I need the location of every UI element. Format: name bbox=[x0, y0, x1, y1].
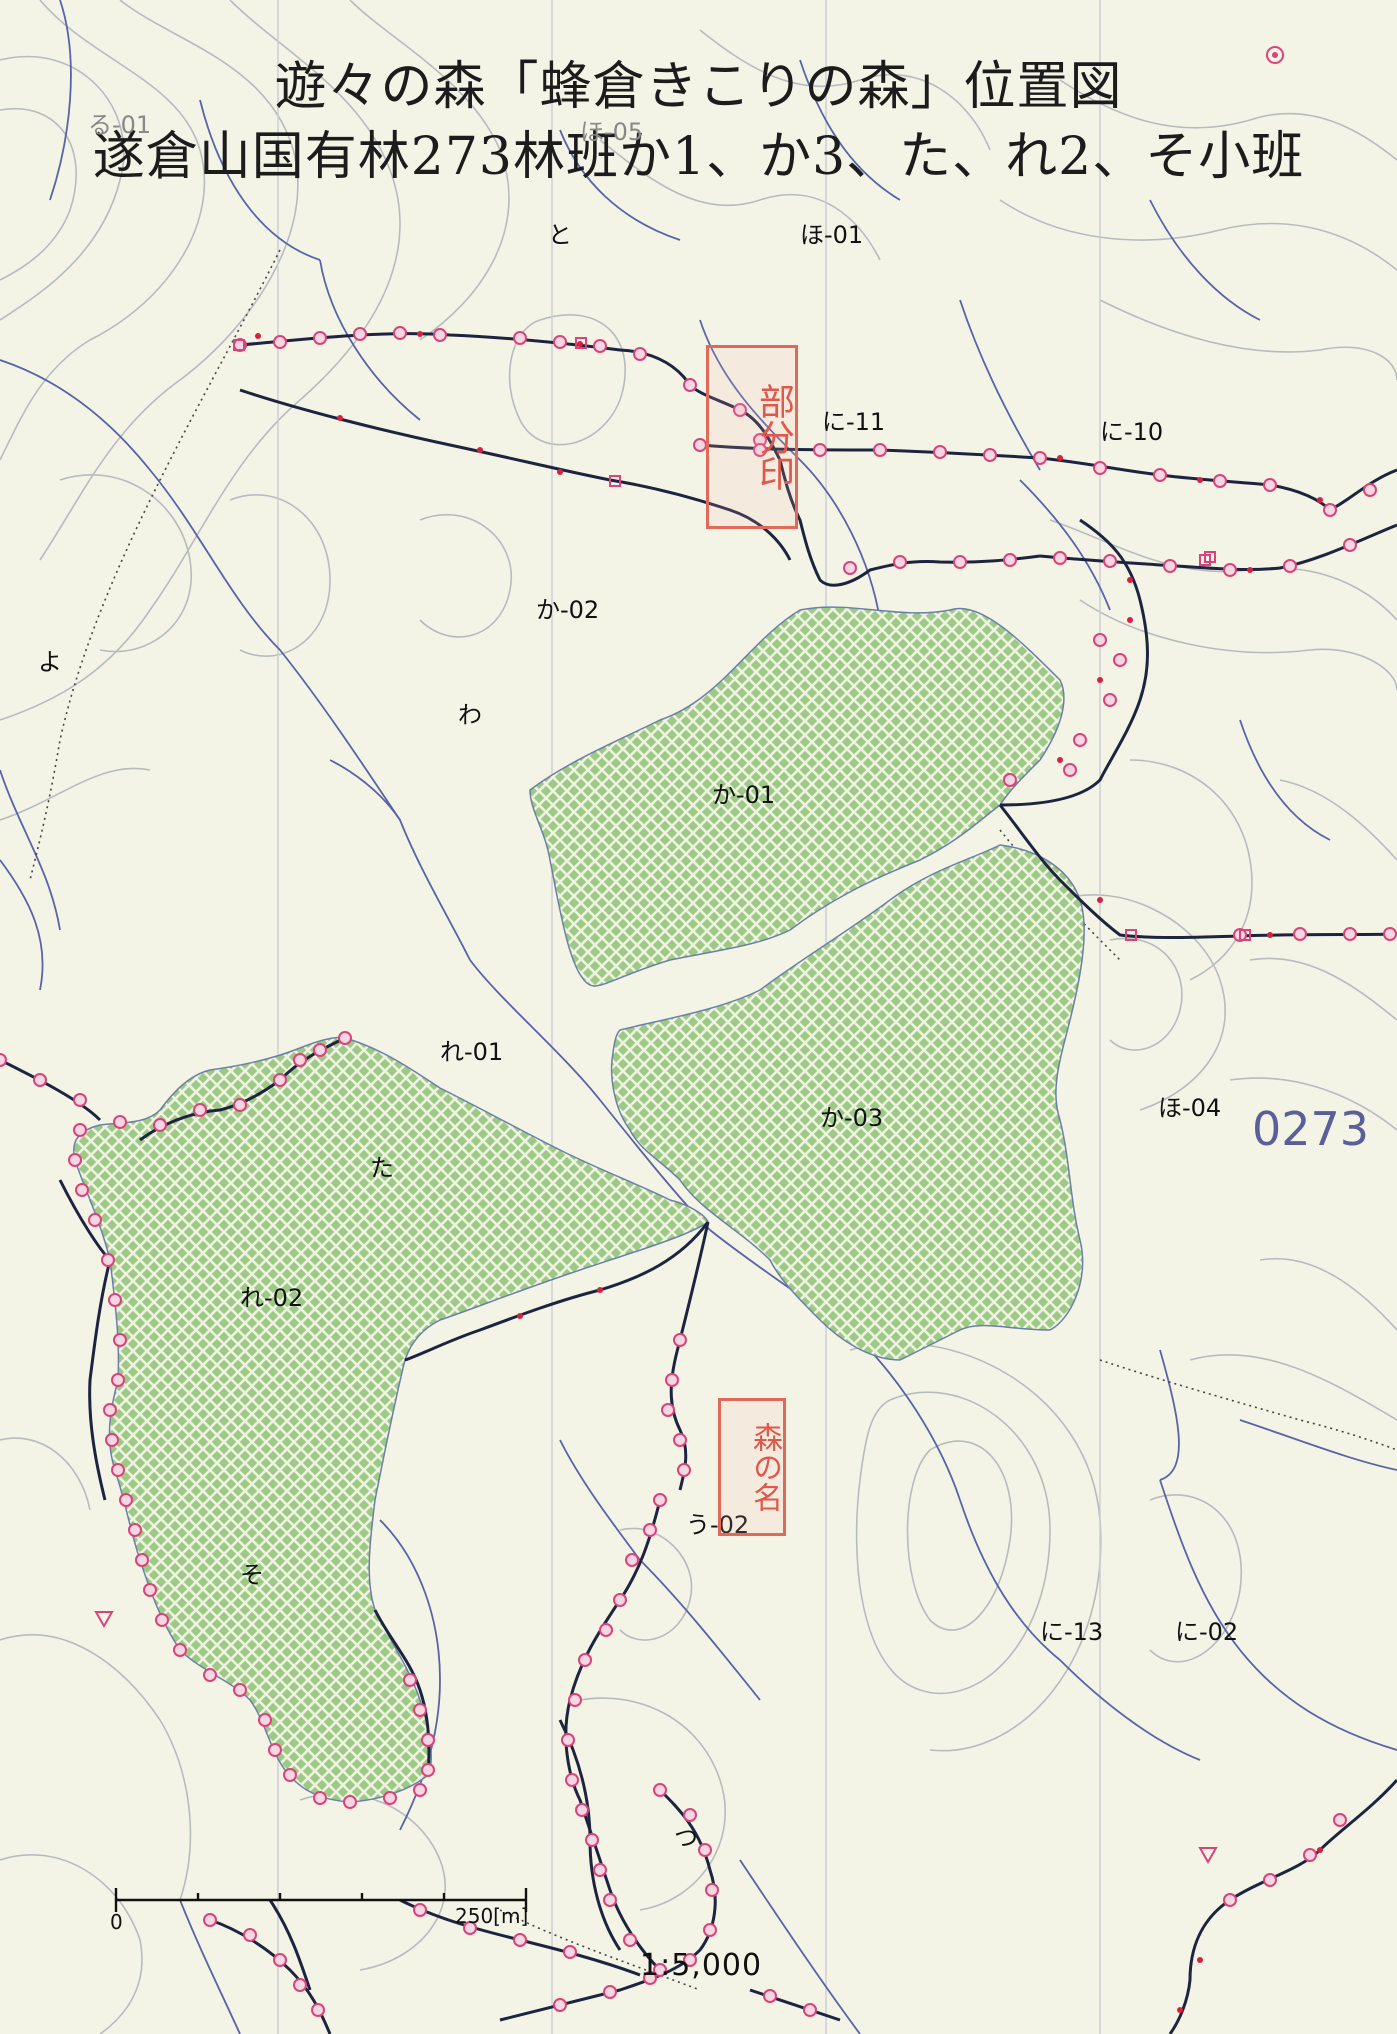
label-tsu: つ bbox=[674, 1824, 698, 1852]
label-wa: わ bbox=[458, 701, 482, 729]
forest-areas bbox=[73, 606, 1085, 1803]
corner-markers bbox=[233, 337, 1251, 941]
compartment-number: 0273 bbox=[1252, 1102, 1370, 1156]
label-so: そ bbox=[240, 1561, 264, 1589]
boundary-markers bbox=[0, 326, 1397, 2017]
scale-ratio: 1:5,000 bbox=[640, 1948, 763, 1983]
seal-stamp-lower: 森の名 bbox=[718, 1398, 786, 1536]
label-ho04: ほ-04 bbox=[1158, 1094, 1222, 1122]
label-ka01: か-01 bbox=[712, 781, 776, 809]
forest-area-ka01 bbox=[529, 606, 1065, 987]
label-re01: れ-01 bbox=[440, 1038, 504, 1066]
vertex-points bbox=[255, 331, 1323, 2013]
label-to: と bbox=[548, 221, 572, 249]
label-ru01: る-01 bbox=[88, 111, 152, 139]
triangle-markers bbox=[94, 1611, 1218, 1865]
label-ni10: に-10 bbox=[1100, 418, 1164, 446]
label-ni11: に-11 bbox=[822, 408, 886, 436]
label-ho05: ほ-05 bbox=[580, 118, 644, 146]
scale-distance-label: 250[m] bbox=[455, 1904, 529, 1928]
survey-point-icon bbox=[1266, 46, 1284, 64]
label-ni02: に-02 bbox=[1175, 1618, 1239, 1646]
compartment-boundaries bbox=[0, 332, 1397, 2034]
seal-stamp-upper: 部分印 bbox=[706, 345, 798, 529]
label-ho01: ほ-01 bbox=[800, 221, 864, 249]
label-re02: れ-02 bbox=[240, 1284, 304, 1312]
scale-bar bbox=[114, 1888, 528, 1912]
label-ni13: に-13 bbox=[1040, 1618, 1104, 1646]
scale-zero-label: 0 bbox=[110, 1910, 123, 1934]
label-ka02: か-02 bbox=[536, 596, 600, 624]
forest-area-ka03 bbox=[610, 844, 1085, 1361]
label-yo: よ bbox=[38, 648, 62, 676]
label-ta: た bbox=[370, 1154, 394, 1182]
label-ka03: か-03 bbox=[820, 1104, 884, 1132]
